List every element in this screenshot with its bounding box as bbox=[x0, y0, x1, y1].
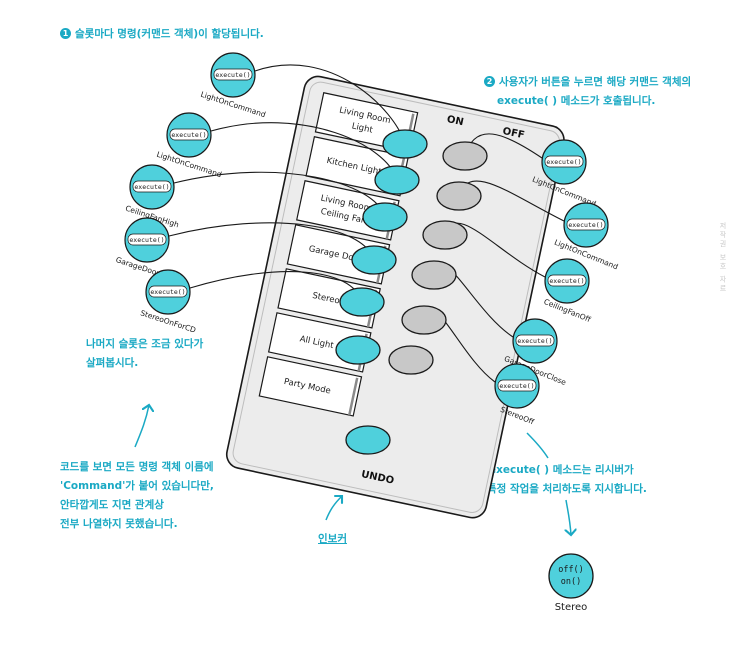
arrow-to-invoker bbox=[325, 496, 342, 521]
command-method: execute() bbox=[215, 71, 250, 79]
copyright-side-text: 저작권 보호 자료 bbox=[719, 222, 727, 294]
off-button-4[interactable] bbox=[411, 260, 457, 290]
command-method: execute() bbox=[549, 277, 584, 285]
command-method: execute() bbox=[134, 183, 169, 191]
command-method: execute() bbox=[546, 158, 581, 166]
note-3-line1: execute( ) 메소드는 리시버가 bbox=[489, 464, 634, 476]
off-button-3[interactable] bbox=[422, 220, 468, 250]
off-button-6[interactable] bbox=[388, 345, 434, 375]
step-number-1: 1 bbox=[60, 28, 71, 39]
arrow-to-receiver bbox=[566, 499, 571, 535]
command-method: execute() bbox=[517, 337, 552, 345]
note-command-names: 코드를 보면 모든 명령 객체 이름에 'Command'가 붙어 있습니다만,… bbox=[60, 458, 214, 534]
slot-7: Party Mode bbox=[258, 356, 363, 417]
note-code-line4: 전부 나열하지 못했습니다. bbox=[60, 518, 178, 530]
on-column-label: ON bbox=[446, 114, 465, 128]
off-command-3: execute()CeilingFanOff bbox=[542, 258, 593, 324]
receiver-off-method: off() bbox=[558, 565, 584, 575]
note-code-line3: 안타깝게도 지면 관계상 bbox=[60, 499, 164, 511]
slot-label-line2: Light bbox=[351, 121, 374, 135]
on-button-3[interactable] bbox=[362, 202, 408, 232]
note-3-line2: 특정 작업을 처리하도록 지시합니다. bbox=[487, 483, 647, 495]
command-method: execute() bbox=[150, 288, 185, 296]
note-button-press: 2 사용자가 버튼을 누르면 해당 커맨드 객체의 execute( ) 메소드가… bbox=[484, 73, 691, 111]
note-rest-line2: 살펴봅시다. bbox=[86, 357, 139, 369]
command-method: execute() bbox=[568, 221, 603, 229]
receiver-name: Stereo bbox=[555, 602, 588, 613]
arrow-to-rest-note bbox=[134, 405, 149, 448]
note-code-line1: 코드를 보면 모든 명령 객체 이름에 bbox=[60, 461, 214, 473]
command-method: execute() bbox=[171, 131, 206, 139]
note-slot-assignment: 1 슬롯마다 명령(커맨드 객체)이 할당됩니다. bbox=[60, 25, 264, 44]
remote-buttons bbox=[335, 129, 488, 455]
note-code-line2: 'Command'가 붙어 있습니다만, bbox=[60, 480, 214, 492]
on-button-6[interactable] bbox=[335, 335, 381, 365]
on-button-1[interactable] bbox=[382, 129, 428, 159]
undo-button[interactable] bbox=[345, 425, 391, 455]
receiver-stereo: off() on() Stereo bbox=[548, 553, 594, 613]
on-command-1: execute()LightOnCommand bbox=[199, 52, 267, 119]
note-rest-slots: 나머지 슬롯은 조금 있다가 살펴봅시다. bbox=[86, 335, 203, 373]
invoker-label: 인보커 bbox=[318, 533, 347, 545]
note-2-line1: 사용자가 버튼을 누르면 해당 커맨드 객체의 bbox=[499, 76, 692, 88]
receiver-circle bbox=[548, 553, 594, 599]
off-column-label: OFF bbox=[502, 126, 526, 141]
command-method: execute() bbox=[499, 382, 534, 390]
note-2-line2: execute( ) 메소드가 호출됩니다. bbox=[497, 95, 656, 107]
note-rest-line1: 나머지 슬롯은 조금 있다가 bbox=[86, 338, 204, 350]
off-button-2[interactable] bbox=[436, 181, 482, 211]
command-method: execute() bbox=[129, 236, 164, 244]
step-number-2: 2 bbox=[484, 76, 495, 87]
on-command-5: execute()StereoOnForCD bbox=[139, 269, 197, 335]
arrow-to-step3 bbox=[526, 432, 549, 459]
on-button-2[interactable] bbox=[374, 165, 420, 195]
on-button-4[interactable] bbox=[351, 245, 397, 275]
off-button-1[interactable] bbox=[442, 141, 488, 171]
on-button-5[interactable] bbox=[339, 287, 385, 317]
receiver-on-method: on() bbox=[561, 577, 581, 587]
note-1-text: 슬롯마다 명령(커맨드 객체)이 할당됩니다. bbox=[75, 28, 264, 40]
off-button-5[interactable] bbox=[401, 305, 447, 335]
